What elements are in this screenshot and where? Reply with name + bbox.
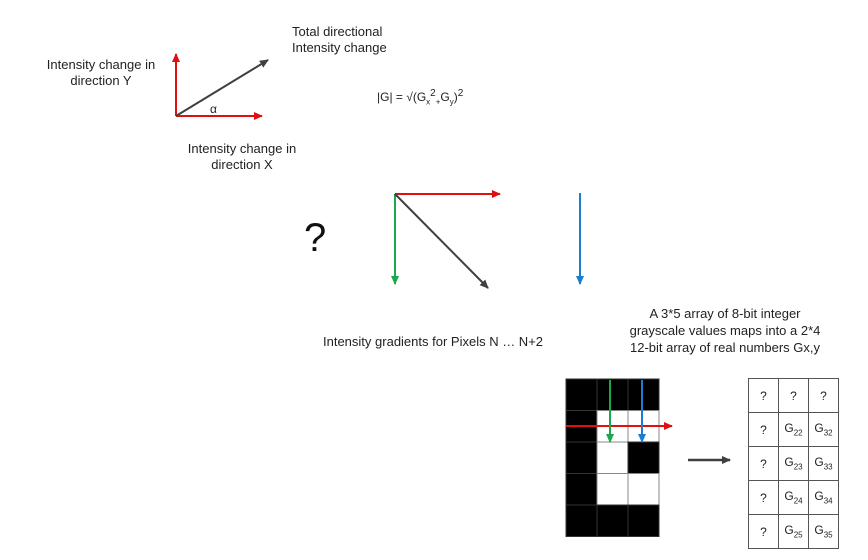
pixel-grid-arrows (566, 380, 673, 443)
table-cell: ? (748, 480, 779, 515)
cell-index: 35 (823, 530, 833, 540)
pixel-cell (565, 441, 598, 474)
table-cell: G34 (808, 480, 839, 515)
pixel-cell (627, 473, 660, 506)
table-cell: G25 (778, 514, 809, 549)
angle-alpha-label: α (210, 102, 217, 116)
table-row: ??? (748, 378, 839, 413)
cell-symbol: G (784, 489, 794, 504)
table-cell: ? (808, 378, 839, 413)
formula-g: G (440, 90, 450, 104)
formula-close: ) (453, 90, 458, 104)
pixel-cell (565, 378, 598, 411)
label-total-change: Total directional Intensity change (292, 24, 432, 56)
table-cell: ? (748, 446, 779, 481)
table-cell: ? (748, 412, 779, 447)
cell-symbol: G (814, 523, 824, 538)
gradient-vector-diagram (172, 53, 269, 120)
pixel-cell (565, 504, 598, 537)
cell-symbol: G (784, 455, 794, 470)
formula-close-sup: 2 (457, 88, 464, 99)
formula-lhs: |G| = √(G (377, 90, 427, 104)
cell-index: 22 (793, 428, 803, 438)
label-direction-y: Intensity change in direction Y (34, 57, 168, 89)
table-cell: ? (778, 378, 809, 413)
table-cell: G32 (808, 412, 839, 447)
cell-symbol: ? (760, 524, 767, 539)
label-direction-x-line2: direction X (211, 157, 273, 172)
label-direction-x: Intensity change in direction X (172, 141, 312, 173)
array-description-line2: grayscale values maps into a 2*4 (629, 323, 821, 338)
cell-symbol: ? (790, 388, 797, 403)
array-description: A 3*5 array of 8-bit integer grayscale v… (610, 305, 840, 356)
pixel-cell (596, 473, 629, 506)
pixel-cell (627, 504, 660, 537)
cell-symbol: ? (820, 388, 827, 403)
formula-plus: + (435, 97, 441, 107)
cell-index: 23 (793, 462, 803, 472)
cell-index: 34 (823, 496, 833, 506)
pixel-grid (565, 378, 660, 537)
cell-symbol: G (814, 421, 824, 436)
pixel-cell (596, 441, 629, 474)
cell-index: 33 (823, 462, 833, 472)
formula-x-sub: x (426, 97, 431, 107)
label-direction-y-line2: direction Y (70, 73, 132, 88)
cell-index: 24 (793, 496, 803, 506)
formula-x-sup: 2 (430, 88, 436, 99)
table-cell: G22 (778, 412, 809, 447)
label-total-line2: Intensity change (292, 40, 387, 55)
cell-symbol: G (784, 421, 794, 436)
total-gradient-arrow (175, 59, 269, 117)
cell-symbol: ? (760, 422, 767, 437)
question-mark: ? (304, 216, 327, 260)
table-cell: G24 (778, 480, 809, 515)
label-total-line1: Total directional (292, 24, 383, 39)
middle-diagonal-arrow (394, 193, 489, 289)
table-cell: G33 (808, 446, 839, 481)
cell-symbol: G (814, 455, 824, 470)
pixel-cell (627, 378, 660, 411)
cell-symbol: ? (760, 490, 767, 505)
table-cell: ? (748, 514, 779, 549)
label-direction-x-line1: Intensity change in (187, 141, 297, 156)
cell-symbol: ? (760, 456, 767, 471)
cell-index: 32 (823, 428, 833, 438)
cell-symbol: ? (760, 388, 767, 403)
label-direction-y-line1: Intensity change in (46, 57, 156, 72)
pixel-cell (596, 504, 629, 537)
pixel-gradient-arrows (391, 190, 584, 289)
table-cell: G23 (778, 446, 809, 481)
table-cell: G35 (808, 514, 839, 549)
cell-index: 25 (793, 530, 803, 540)
formula-y-sub: y (449, 97, 454, 107)
cell-symbol: G (784, 523, 794, 538)
array-description-line1: A 3*5 array of 8-bit integer (649, 306, 801, 321)
table-cell: ? (748, 378, 779, 413)
pixel-cell (565, 473, 598, 506)
cell-symbol: G (814, 489, 824, 504)
array-description-line3: 12-bit array of real numbers Gx,y (629, 340, 821, 355)
gradient-caption: Intensity gradients for Pixels N … N+2 (323, 334, 544, 349)
pixel-cell (627, 441, 660, 474)
gradient-magnitude-formula: |G| = √(Gx2+Gy)2 (377, 86, 463, 110)
pixel-cell (596, 378, 629, 411)
